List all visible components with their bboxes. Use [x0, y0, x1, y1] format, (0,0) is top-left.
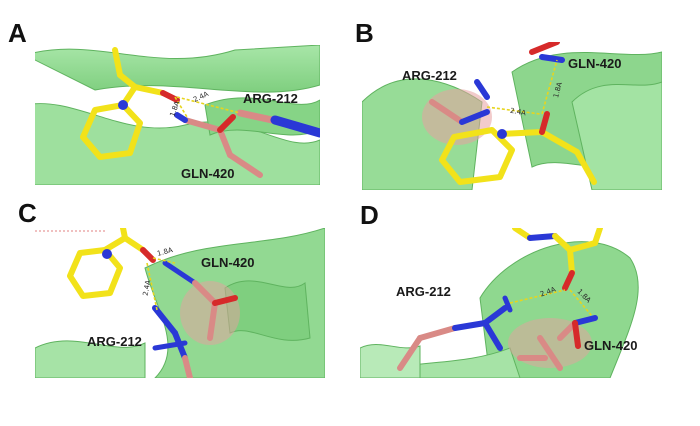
panel-b-label-gln420: GLN-420 [568, 56, 622, 71]
panel-a-render [35, 45, 320, 185]
panel-letter-b: B [355, 18, 374, 48]
panel-b-label-arg212: ARG-212 [402, 68, 457, 83]
panel-d-label-arg212: ARG-212 [396, 284, 451, 299]
panel-c-render [35, 228, 325, 378]
panel-d-label-gln420: GLN-420 [584, 338, 638, 353]
panel-c-label-arg212: ARG-212 [87, 334, 142, 349]
panel-d-render [360, 228, 639, 378]
panel-c-label-gln420: GLN-420 [201, 255, 255, 270]
panel-b-render [362, 42, 662, 190]
panel-letter-c: C [18, 198, 37, 228]
panel-letter-d: D [360, 200, 379, 230]
panel-d-structure: ARG-212 GLN-420 2.4A 1.8A [360, 228, 658, 378]
panel-a-label-gln420: GLN-420 [181, 166, 235, 181]
panel-c-structure: GLN-420 ARG-212 1.8A 2.4A [35, 228, 325, 378]
panel-a-label-arg212: ARG-212 [243, 91, 298, 106]
panel-a-structure: ARG-212 GLN-420 2.4A 1.8A [35, 45, 320, 185]
panel-letter-a: A [8, 18, 27, 48]
panel-b-structure: ARG-212 GLN-420 2.4A 1.8A [362, 42, 662, 190]
